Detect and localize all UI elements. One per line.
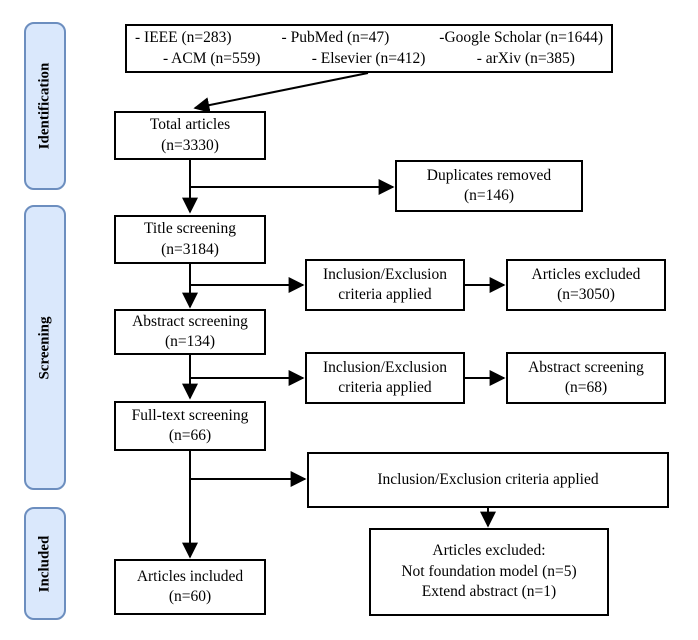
excluded-2-count: (n=68)	[564, 379, 608, 396]
phase-identification: Identification	[24, 22, 66, 190]
source-elsevier: - Elsevier (n=412)	[311, 49, 426, 67]
source-arxiv: - arXiv (n=385)	[476, 49, 575, 67]
title-screening-count: (n=3184)	[161, 240, 219, 258]
included-title: Articles included	[136, 567, 244, 585]
abstract-screening-box: Abstract screening (n=134)	[114, 309, 266, 355]
criteria-box-1: Inclusion/Exclusion criteria applied	[305, 259, 465, 311]
criteria-3-text: Inclusion/Exclusion criteria applied	[377, 470, 599, 488]
criteria-1-line1: Inclusion/Exclusion	[323, 265, 447, 283]
fulltext-screening-count: (n=66)	[168, 427, 212, 444]
total-articles-box: Total articles (n=3330)	[114, 111, 266, 160]
duplicates-removed-box: Duplicates removed (n=146)	[395, 160, 583, 212]
criteria-1-line2: criteria applied	[338, 286, 432, 303]
phase-identification-label: Identification	[36, 62, 53, 150]
phase-included: Included	[24, 507, 66, 620]
excluded-1-title: Articles excluded	[531, 265, 641, 283]
sources-row-2: - ACM (n=559) - Elsevier (n=412) - arXiv…	[127, 49, 611, 69]
fulltext-screening-title: Full-text screening	[131, 406, 249, 424]
excluded-3-line1: Articles excluded:	[432, 542, 546, 560]
excluded-3-line2: Not foundation model (n=5)	[401, 562, 577, 580]
excluded-1-count: (n=3050)	[557, 286, 615, 303]
source-acm: - ACM (n=559)	[163, 49, 261, 67]
total-articles-count: (n=3330)	[161, 136, 219, 154]
abstract-screening-title: Abstract screening	[132, 312, 248, 330]
criteria-2-line2: criteria applied	[338, 379, 432, 396]
title-screening-title: Title screening	[144, 220, 236, 238]
articles-included-box: Articles included (n=60)	[114, 559, 266, 615]
duplicates-count: (n=146)	[463, 187, 515, 204]
arrow-sources-to-total	[193, 72, 369, 113]
included-count: (n=60)	[168, 588, 212, 605]
title-screening-box: Title screening (n=3184)	[114, 215, 266, 264]
excluded-3-line3: Extend abstract (n=1)	[421, 583, 557, 601]
phase-screening: Screening	[24, 205, 66, 490]
criteria-box-2: Inclusion/Exclusion criteria applied	[305, 352, 465, 404]
source-google-scholar: -Google Scholar (n=1644)	[439, 29, 603, 47]
articles-excluded-box-1: Articles excluded (n=3050)	[506, 259, 666, 311]
criteria-2-line1: Inclusion/Exclusion	[323, 358, 447, 376]
phase-included-label: Included	[36, 535, 53, 592]
duplicates-title: Duplicates removed	[426, 166, 552, 184]
phase-screening-label: Screening	[36, 315, 53, 380]
fulltext-screening-box: Full-text screening (n=66)	[114, 401, 266, 451]
criteria-box-3: Inclusion/Exclusion criteria applied	[307, 452, 669, 508]
articles-excluded-box-final: Articles excluded: Not foundation model …	[369, 528, 609, 616]
abstract-screening-count: (n=134)	[164, 333, 216, 350]
total-articles-title: Total articles	[149, 116, 231, 134]
source-ieee: - IEEE (n=283)	[135, 29, 232, 47]
sources-box: - IEEE (n=283) - PubMed (n=47) -Google S…	[125, 24, 613, 73]
excluded-2-title: Abstract screening	[528, 358, 644, 376]
abstract-screening-excluded-box: Abstract screening (n=68)	[506, 352, 666, 404]
source-pubmed: - PubMed (n=47)	[281, 29, 390, 47]
sources-row-1: - IEEE (n=283) - PubMed (n=47) -Google S…	[127, 28, 611, 48]
